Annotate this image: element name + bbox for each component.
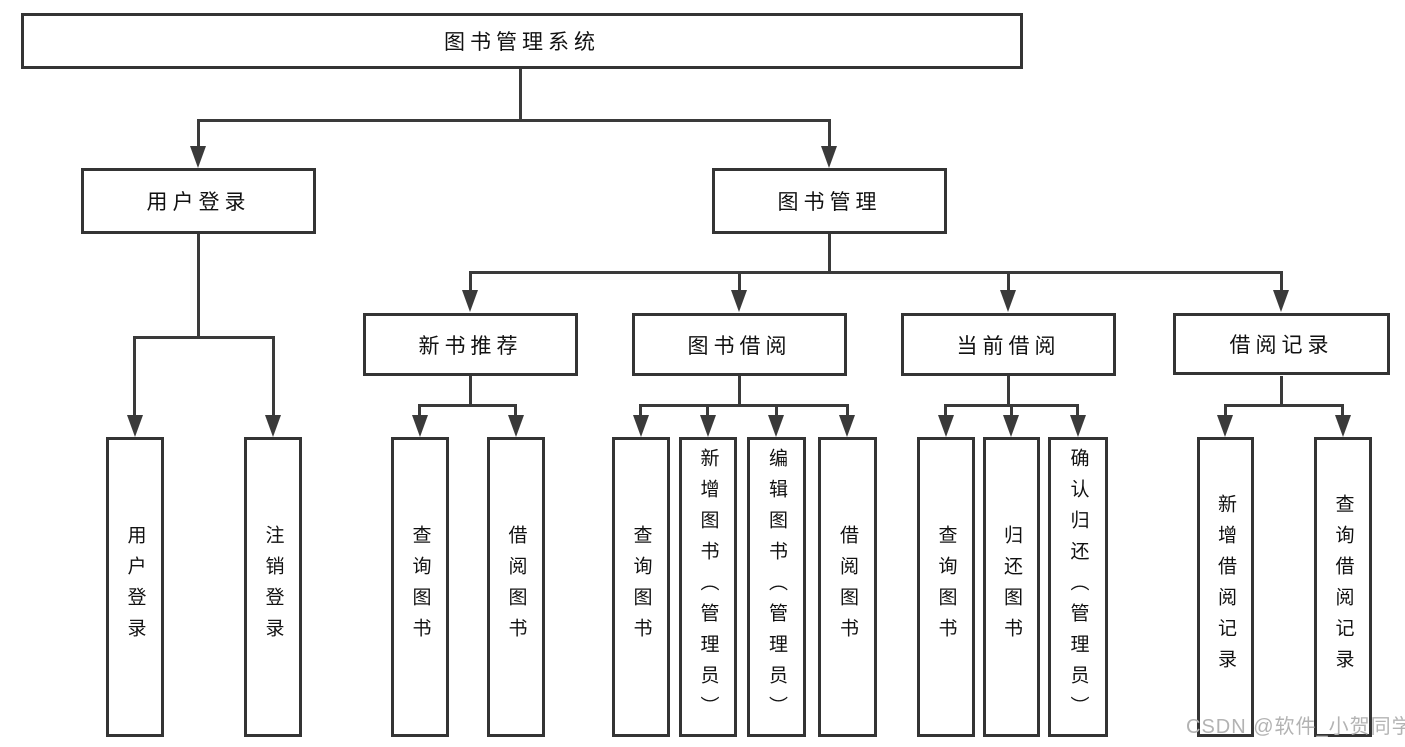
node-query-borrow-record: 查询借阅记录 xyxy=(1314,437,1372,737)
arrow-down-icon xyxy=(412,415,428,437)
arrow-down-icon xyxy=(1273,290,1289,312)
node-current-borrowing: 当前借阅 xyxy=(901,313,1116,376)
node-borrow-books-recommend: 借阅图书 xyxy=(487,437,545,737)
arrow-down-icon xyxy=(839,415,855,437)
connector-drop-leaf xyxy=(514,404,517,417)
node-logout: 注销登录 xyxy=(244,437,302,737)
arrow-down-icon xyxy=(1000,290,1016,312)
connector-drop-current-borrowing xyxy=(1007,271,1010,292)
node-borrow-books: 借阅图书 xyxy=(818,437,877,737)
arrow-down-icon xyxy=(700,415,716,437)
connector-drop-leaf xyxy=(846,404,849,417)
connector-root-stem xyxy=(519,69,522,119)
arrow-down-icon xyxy=(190,146,206,168)
arrow-down-icon xyxy=(127,415,143,437)
arrow-down-icon xyxy=(938,415,954,437)
node-book-borrowing: 图书借阅 xyxy=(632,313,847,376)
connector-drop-logout-leaf xyxy=(272,336,275,417)
node-book-management: 图书管理 xyxy=(712,168,947,234)
connector-borrowing-records-horizontal xyxy=(1224,404,1344,407)
connector-user-login-horizontal xyxy=(133,336,274,339)
connector-drop-borrowing-records xyxy=(1280,271,1283,292)
connector-borrowing-records-stem xyxy=(1280,376,1283,406)
connector-drop-leaf xyxy=(639,404,642,417)
node-return-book: 归还图书 xyxy=(983,437,1040,737)
arrow-down-icon xyxy=(731,290,747,312)
node-add-borrow-record: 新增借阅记录 xyxy=(1197,437,1254,737)
connector-current-borrowing-stem xyxy=(1007,376,1010,406)
arrow-down-icon xyxy=(633,415,649,437)
connector-new-book-horizontal xyxy=(418,404,516,407)
node-borrowing-records: 借阅记录 xyxy=(1173,313,1390,375)
connector-drop-leaf xyxy=(706,404,709,417)
arrow-down-icon xyxy=(1217,415,1233,437)
node-query-books-current: 查询图书 xyxy=(917,437,975,737)
arrow-down-icon xyxy=(1335,415,1351,437)
connector-drop-leaf xyxy=(944,404,947,417)
node-user-login-leaf: 用户登录 xyxy=(106,437,164,737)
connector-drop-leaf xyxy=(1010,404,1013,417)
node-query-books-borrowing: 查询图书 xyxy=(612,437,670,737)
node-new-book-recommendation: 新书推荐 xyxy=(363,313,578,376)
connector-drop-leaf xyxy=(1076,404,1079,417)
connector-book-management-stem xyxy=(828,234,831,274)
node-add-book-admin: 新增图书（管理员） xyxy=(679,437,737,737)
arrow-down-icon xyxy=(768,415,784,437)
connector-user-login-stem xyxy=(197,234,200,337)
arrow-down-icon xyxy=(265,415,281,437)
connector-level3-horizontal xyxy=(469,271,1283,274)
node-confirm-return-admin: 确认归还（管理员） xyxy=(1048,437,1108,737)
node-edit-book-admin: 编辑图书（管理员） xyxy=(747,437,806,737)
arrow-down-icon xyxy=(1070,415,1086,437)
node-user-login: 用户登录 xyxy=(81,168,316,234)
connector-root-horizontal xyxy=(197,119,831,122)
csdn-watermark: CSDN @软件_小贺同学 xyxy=(1186,716,1405,738)
connector-drop-leaf xyxy=(418,404,421,417)
arrow-down-icon xyxy=(508,415,524,437)
node-query-books-recommend: 查询图书 xyxy=(391,437,449,737)
arrow-down-icon xyxy=(462,290,478,312)
connector-drop-leaf xyxy=(775,404,778,417)
connector-new-book-stem xyxy=(469,376,472,406)
connector-drop-leaf xyxy=(1224,404,1227,417)
node-library-management-system: 图书管理系统 xyxy=(21,13,1023,69)
connector-drop-user-login xyxy=(197,119,200,148)
arrow-down-icon xyxy=(1003,415,1019,437)
connector-drop-leaf xyxy=(1341,404,1344,417)
connector-drop-book-borrowing xyxy=(738,271,741,292)
connector-drop-book-management xyxy=(828,119,831,148)
connector-drop-new-book xyxy=(469,271,472,292)
connector-book-borrowing-horizontal xyxy=(639,404,848,407)
connector-book-borrowing-stem xyxy=(738,376,741,406)
connector-drop-login-leaf xyxy=(133,336,136,417)
arrow-down-icon xyxy=(821,146,837,168)
